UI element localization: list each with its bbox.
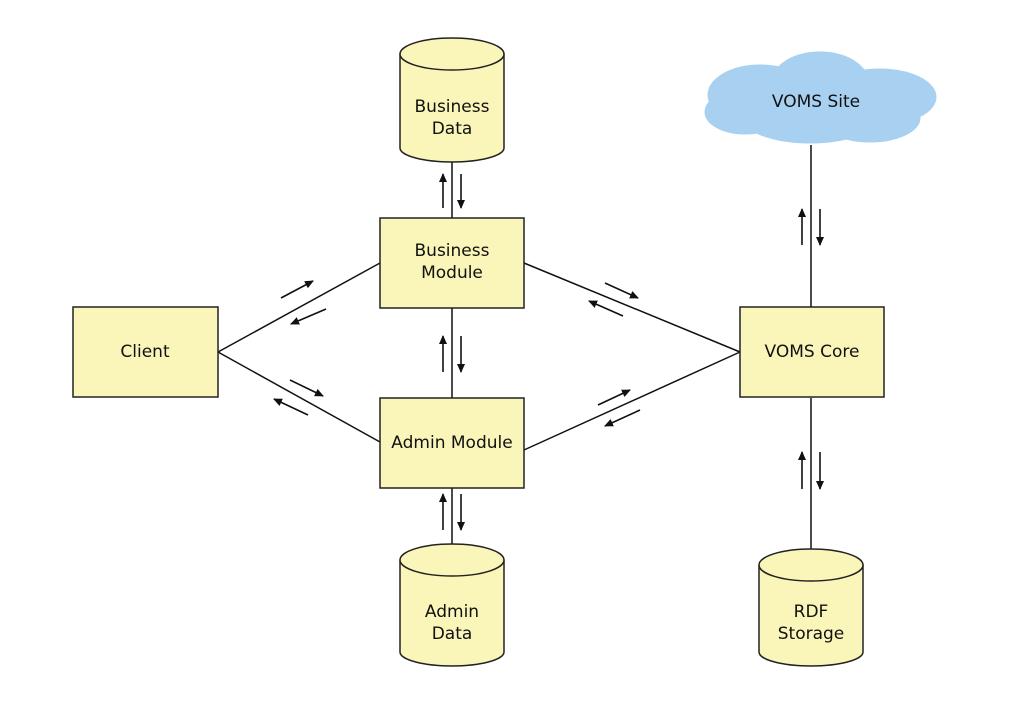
business-data-label-line1: Business <box>415 97 490 117</box>
admin-data-label-line2: Data <box>432 624 473 644</box>
link-client-to-business-module <box>217 262 381 353</box>
direction-arrows <box>273 173 824 531</box>
voms-core-node: VOMS Core <box>739 306 885 398</box>
rdf-storage-label-line2: Storage <box>778 624 845 644</box>
business-module-label-line2: Module <box>421 263 483 283</box>
client-node: Client <box>72 306 219 398</box>
business-data-database: Business Data <box>399 37 505 163</box>
arrow-to-business-module <box>280 280 314 299</box>
arrow-to-client <box>290 308 327 325</box>
business-data-label-line2: Data <box>432 119 473 139</box>
business-module-node: Business Module <box>379 217 525 309</box>
arrow-to-voms-core <box>604 282 639 299</box>
admin-module-node: Admin Module <box>379 397 525 489</box>
voms-site-label: VOMS Site <box>772 92 860 112</box>
arrow-to-client <box>273 398 309 416</box>
link-business-module-to-voms-core <box>523 262 741 353</box>
rdf-storage-database: RDF Storage <box>758 548 864 667</box>
arrow-to-admin-module <box>289 379 324 397</box>
arrow-to-business-module <box>588 300 624 317</box>
voms-site-cloud: VOMS Site <box>704 51 937 144</box>
arrow-to-voms-core <box>597 389 631 406</box>
business-module-label-line1: Business <box>415 241 490 261</box>
admin-data-label-line1: Admin <box>425 602 479 622</box>
voms-core-label: VOMS Core <box>765 342 860 362</box>
admin-module-label: Admin Module <box>391 433 512 453</box>
connections <box>217 145 812 550</box>
link-client-to-admin-module <box>217 351 381 443</box>
client-label: Client <box>120 342 170 362</box>
rdf-storage-label-line1: RDF <box>794 602 829 622</box>
link-admin-module-to-voms-core <box>523 351 741 451</box>
arrow-to-admin-module <box>604 409 641 427</box>
admin-data-database: Admin Data <box>399 543 505 667</box>
